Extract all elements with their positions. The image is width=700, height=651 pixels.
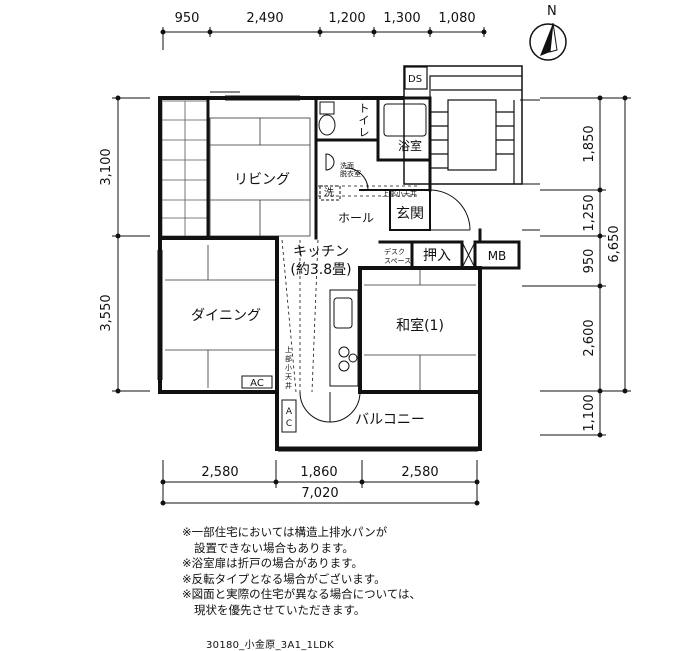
compass-n-label: N	[547, 4, 557, 19]
note-line: ※浴室扉は折戸の場合があります。	[182, 556, 363, 570]
dim-bottom-1: 2,580	[201, 465, 238, 480]
room-mb: MB	[488, 249, 507, 263]
grid-floor	[161, 100, 209, 237]
room-balcony: バルコニー	[355, 412, 425, 428]
room-washitsu: 和室(1)	[396, 317, 444, 334]
upper-ceiling-small: 上部小天井	[382, 189, 417, 198]
room-genkan: 玄関	[396, 205, 424, 222]
compass: N	[529, 4, 567, 61]
windows	[157, 91, 540, 452]
laundry-label: 洗	[324, 187, 334, 199]
upper-ceiling-3: 小	[285, 363, 292, 372]
dim-right-3: 950	[582, 249, 597, 274]
ds-label: DS	[408, 74, 422, 85]
note-line: ※反転タイプとなる場合がございます。	[182, 571, 386, 586]
dim-right-4: 2,600	[582, 319, 597, 356]
walls	[158, 96, 521, 451]
ac-balcony-box	[281, 399, 297, 433]
bathtub-icon	[383, 103, 427, 137]
dim-top-4: 1,300	[383, 11, 420, 26]
room-hall: ホール	[338, 211, 374, 225]
stove-burner-icon	[348, 353, 358, 363]
room-kitchen-size: (約3.8畳)	[290, 262, 351, 278]
ceiling-dashes	[281, 185, 418, 393]
dim-right-2: 1,250	[582, 194, 597, 231]
toilet-bowl-icon	[318, 114, 336, 136]
room-kitchen: キッチン	[293, 244, 349, 260]
dim-top-5: 1,080	[438, 11, 475, 26]
plan-id-footer: 30180_小金原_3A1_1LDK	[206, 640, 334, 651]
desk-label-2: スペース	[384, 257, 411, 265]
room-toilet-3: レ	[359, 126, 370, 139]
ac-label: AC	[250, 378, 264, 389]
dim-left-2: 3,550	[99, 294, 114, 331]
note-line: ※図面と実際の住宅が異なる場合については、	[182, 587, 422, 601]
tatami-washitsu	[364, 268, 476, 392]
note-line: 設置できない場合もあります。	[194, 540, 354, 555]
room-toilet-2: イ	[359, 114, 370, 127]
room-oshiire: 押入	[423, 248, 451, 264]
dim-bottom-3: 2,580	[401, 465, 438, 480]
fixtures	[241, 101, 427, 433]
ac-balcony-label-2: C	[286, 419, 292, 429]
wash-label-2: 脱衣室	[340, 169, 361, 178]
note-line: 現状を優先させていただきます。	[194, 602, 366, 617]
stove-burner-icon	[338, 360, 350, 372]
toilet-tank-icon	[319, 101, 335, 115]
dim-right-5: 1,100	[582, 394, 597, 431]
room-living: リビング	[234, 172, 290, 188]
note-line: ※一部住宅においては構造上排水パンが	[182, 525, 388, 539]
notes-block: ※一部住宅においては構造上排水パンが 設置できない場合もあります。 ※浴室扉は折…	[182, 525, 582, 618]
dim-bottom-2: 1,860	[300, 465, 337, 480]
upper-ceiling-4: 天	[285, 373, 292, 381]
dim-bottom-total: 7,020	[301, 486, 338, 501]
desk-label-1: デスク	[384, 247, 405, 256]
stove-burner-icon	[338, 346, 350, 358]
washbasin-icon	[325, 153, 335, 171]
dim-top-3: 1,200	[328, 11, 365, 26]
dimension-lines	[112, 27, 631, 506]
dim-top-1: 950	[175, 11, 200, 26]
wash-label-1: 洗面	[340, 161, 354, 170]
dim-right-total: 6,650	[607, 225, 622, 262]
room-bath: 浴室	[398, 138, 422, 153]
ac-box	[241, 375, 273, 389]
upper-ceiling-5: 井	[285, 381, 292, 390]
upper-ceiling-2: 部	[285, 354, 292, 363]
compass-ring-icon	[529, 23, 567, 61]
north-arrow-icon	[540, 23, 553, 56]
room-dining: ダイニング	[191, 308, 261, 324]
dim-right-1: 1,850	[582, 125, 597, 162]
tatami-dining	[165, 245, 277, 388]
dim-top-2: 2,490	[246, 11, 283, 26]
sink-icon	[333, 297, 353, 329]
upper-ceiling-1: 上	[285, 345, 292, 354]
room-toilet-1: ト	[359, 102, 370, 115]
ac-balcony-label-1: A	[286, 407, 293, 417]
kitchen-counter	[329, 289, 359, 387]
dim-left-1: 3,100	[99, 148, 114, 185]
doors	[299, 104, 471, 423]
